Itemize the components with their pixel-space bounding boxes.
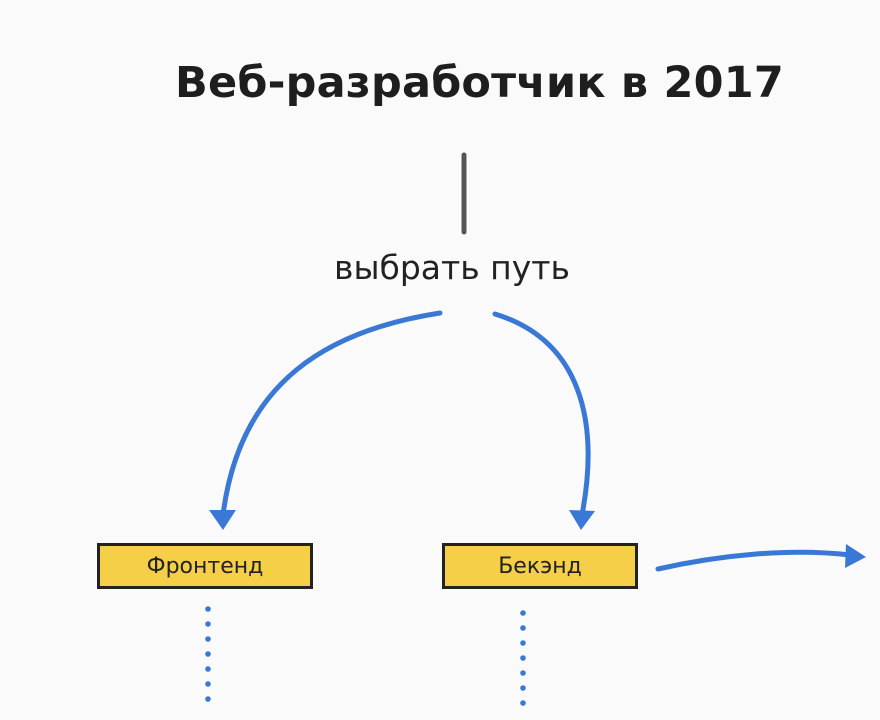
backend-box-fill bbox=[442, 543, 638, 589]
backend-node-label: Бекэнд bbox=[498, 553, 582, 579]
diagram-title: Веб-разработчик в 2017 bbox=[175, 58, 784, 108]
dot-dots-right-2 bbox=[520, 640, 526, 646]
dot-dots-right-6 bbox=[520, 700, 526, 706]
arrow-head-continue bbox=[845, 544, 866, 568]
frontend-node[interactable]: Фронтенд bbox=[97, 543, 313, 589]
backend-node[interactable]: Бекэнд bbox=[442, 543, 638, 589]
dot-dots-left-1 bbox=[205, 621, 211, 627]
choice-label: выбрать путь bbox=[334, 248, 570, 287]
dot-dots-left-5 bbox=[205, 681, 211, 687]
arrow-head-backend bbox=[569, 510, 595, 530]
dot-dots-left-3 bbox=[205, 651, 211, 657]
dot-dots-right-3 bbox=[520, 655, 526, 661]
dot-dots-left-0 bbox=[205, 606, 211, 612]
dotted-line-frontend bbox=[205, 606, 211, 702]
dot-dots-right-1 bbox=[520, 625, 526, 631]
arrow-to-frontend bbox=[220, 310, 443, 518]
dot-dots-left-6 bbox=[205, 696, 211, 702]
dot-dots-right-4 bbox=[520, 670, 526, 676]
frontend-box-fill bbox=[97, 543, 313, 589]
dot-dots-right-5 bbox=[520, 685, 526, 691]
dot-dots-left-2 bbox=[205, 636, 211, 642]
arrow-to-backend bbox=[492, 311, 591, 518]
frontend-node-label: Фронтенд bbox=[146, 553, 264, 579]
dot-dots-left-4 bbox=[205, 666, 211, 672]
arrow-continue-right bbox=[655, 549, 853, 572]
dotted-line-backend bbox=[520, 610, 526, 706]
arrow-head-frontend bbox=[209, 510, 236, 530]
dot-dots-right-0 bbox=[520, 610, 526, 616]
